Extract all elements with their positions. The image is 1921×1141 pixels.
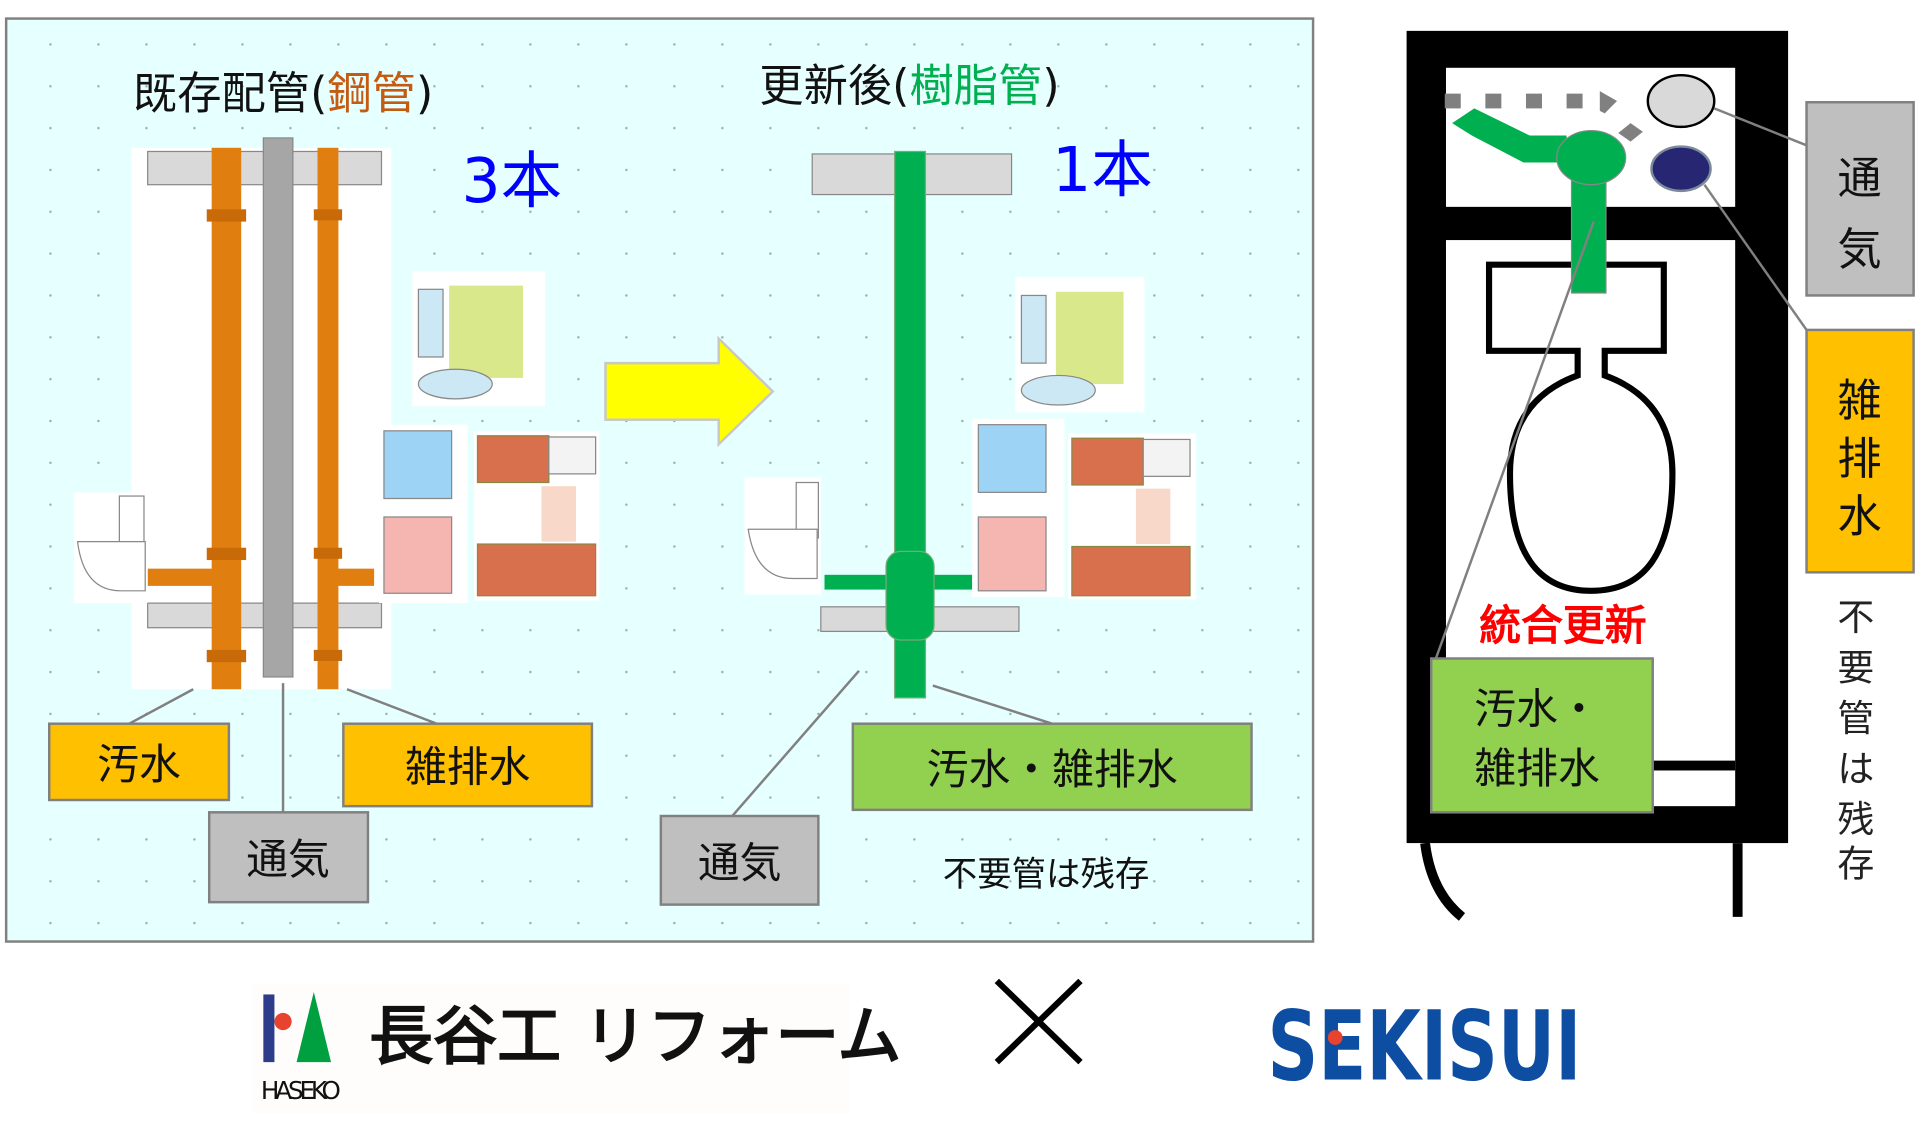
vanity-icon [972, 418, 1065, 597]
before-pipe-count: 3本 [461, 145, 562, 217]
svg-text:通: 通 [1837, 153, 1881, 204]
green-branch-pipe [1452, 108, 1567, 163]
toilet-plan-diagram: 統合更新 汚水・ 雑排水 通 気 雑 排 水 不 要 管 は 残 存 [1406, 30, 1915, 921]
svg-text:水: 水 [1837, 492, 1881, 543]
collaboration-times-icon [994, 978, 1083, 1065]
vent-pipe-section [1646, 73, 1716, 129]
kitchen-icon [1068, 433, 1197, 600]
svg-text:通気: 通気 [246, 835, 330, 884]
vent-route-dashed [1444, 91, 1643, 142]
leader-lines [128, 669, 1053, 817]
label-vent-after: 通気 [659, 814, 820, 906]
svg-text:残: 残 [1837, 798, 1874, 841]
toilet-icon [73, 492, 148, 604]
svg-text:排: 排 [1837, 434, 1881, 485]
bathroom-icon [1015, 276, 1145, 413]
integrated-renewal-label: 統合更新 [1479, 601, 1646, 650]
bathroom-icon [412, 270, 546, 407]
svg-text:汚水: 汚水 [97, 740, 181, 789]
label-vent-before: 通気 [207, 811, 370, 904]
label-graywater-right: 雑 排 水 [1805, 328, 1915, 574]
svg-text:管: 管 [1837, 697, 1874, 740]
svg-text:SEKISUI: SEKISUI [1268, 990, 1582, 1102]
kitchen-icon [473, 430, 600, 601]
note-unused-pipes-remain-vertical: 不 要 管 は 残 存 [1837, 596, 1874, 885]
toilet-icon [744, 477, 821, 595]
label-combined: 汚水・雑排水 [851, 722, 1253, 812]
svg-text:通気: 通気 [698, 839, 782, 888]
before-title: 既存配管(鋼管) [133, 68, 433, 119]
existing-pipes-illustration [131, 137, 392, 690]
svg-text:気: 気 [1837, 225, 1881, 276]
label-sewage: 汚水 [47, 722, 231, 802]
svg-text:雑排水: 雑排水 [405, 743, 531, 792]
haseko-reform-logo: 長谷工 リフォーム HASEKO [252, 984, 901, 1114]
svg-text:不: 不 [1837, 596, 1874, 639]
graywater-pipe-section [1650, 145, 1712, 193]
svg-text:は: は [1837, 748, 1874, 791]
arrow-right-icon [604, 335, 775, 448]
svg-text:汚水・: 汚水・ [1474, 685, 1600, 734]
label-graywater: 雑排水 [342, 722, 594, 808]
vanity-icon [379, 424, 468, 604]
svg-text:雑: 雑 [1837, 376, 1881, 427]
svg-text:存: 存 [1837, 842, 1874, 885]
note-unused-pipes-remain: 不要管は残存 [943, 855, 1150, 895]
svg-text:HASEKO: HASEKO [261, 1076, 341, 1105]
label-combined-right: 汚水・ 雑排水 [1429, 657, 1654, 814]
renewed-pipe-illustration [811, 150, 1020, 699]
svg-text:雑排水: 雑排水 [1474, 744, 1600, 793]
after-title: 更新後(樹脂管) [759, 61, 1059, 112]
after-pipe-count: 1本 [1052, 134, 1153, 206]
svg-text:汚水・雑排水: 汚水・雑排水 [927, 745, 1178, 794]
steel-sewage-pipe [211, 147, 242, 690]
toilet-branch-pipe [147, 568, 222, 586]
svg-text:長谷工 リフォーム: 長谷工 リフォーム [369, 1000, 901, 1074]
steel-graywater-pipe [317, 147, 339, 690]
sekisui-logo: SEKISUI [1268, 990, 1582, 1102]
vent-pipe [262, 137, 294, 678]
svg-text:要: 要 [1837, 647, 1874, 690]
label-vent-right: 通 気 [1805, 101, 1915, 297]
left-panel: 既存配管(鋼管) 更新後(樹脂管) 3本 1本 [4, 17, 1315, 943]
